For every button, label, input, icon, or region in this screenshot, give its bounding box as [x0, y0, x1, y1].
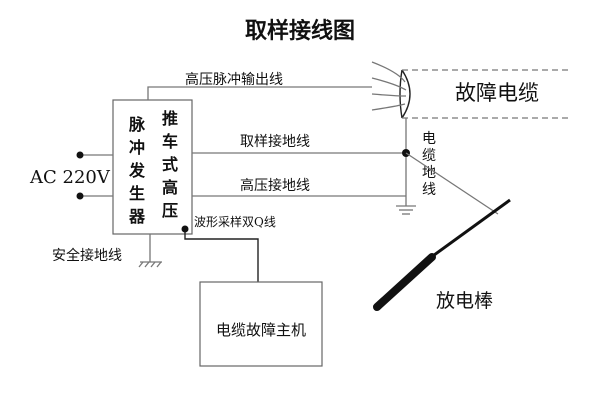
vertical-char: 地	[422, 165, 436, 181]
safety-ground-label: 安全接地线	[52, 247, 122, 264]
safety-ground	[138, 234, 162, 268]
hv-pulse-output-label: 高压脉冲输出线	[185, 71, 283, 88]
earth-ground-symbol	[396, 205, 416, 215]
generator-char: 脉	[128, 115, 146, 134]
vertical-char: 线	[422, 182, 436, 198]
discharge-rod-label: 放电棒	[436, 290, 493, 312]
generator-char: 高	[162, 178, 178, 197]
vertical-char: 缆	[422, 148, 436, 164]
generator-char: 车	[162, 132, 178, 151]
generator-char: 生	[129, 184, 145, 203]
hv-ground-label: 高压接地线	[240, 177, 310, 194]
host-label: 电缆故障主机	[216, 321, 306, 339]
discharge-rod-lead	[405, 152, 499, 215]
generator-char: 冲	[129, 138, 145, 157]
generator-char: 器	[128, 207, 146, 226]
generator-char: 发	[128, 161, 146, 180]
generator-col2: 推 车 式 高 压	[162, 109, 178, 220]
hv-pulse-output-wire	[147, 86, 372, 100]
fault-cable-body	[371, 61, 568, 119]
fault-cable-label: 故障电缆	[455, 81, 539, 105]
ac-input-label: AC 220V	[29, 167, 111, 188]
diagram-title: 取样接线图	[245, 18, 355, 44]
generator-char: 式	[162, 155, 178, 174]
host-box	[199, 281, 323, 367]
generator-char: 推	[162, 109, 178, 128]
waveform-sampling-label: 波形采样双Q线	[194, 214, 276, 229]
generator-col1: 脉 冲 发 生 器	[128, 115, 146, 226]
cable-ground-vertical-label: 电 缆 地 线	[422, 131, 436, 198]
sampling-ground-label: 取样接地线	[240, 133, 310, 150]
ac-input	[76, 151, 113, 200]
generator-char: 压	[162, 201, 178, 220]
vertical-char: 电	[422, 131, 436, 147]
pulse-generator-box	[112, 99, 193, 235]
discharge-rod	[373, 198, 511, 311]
